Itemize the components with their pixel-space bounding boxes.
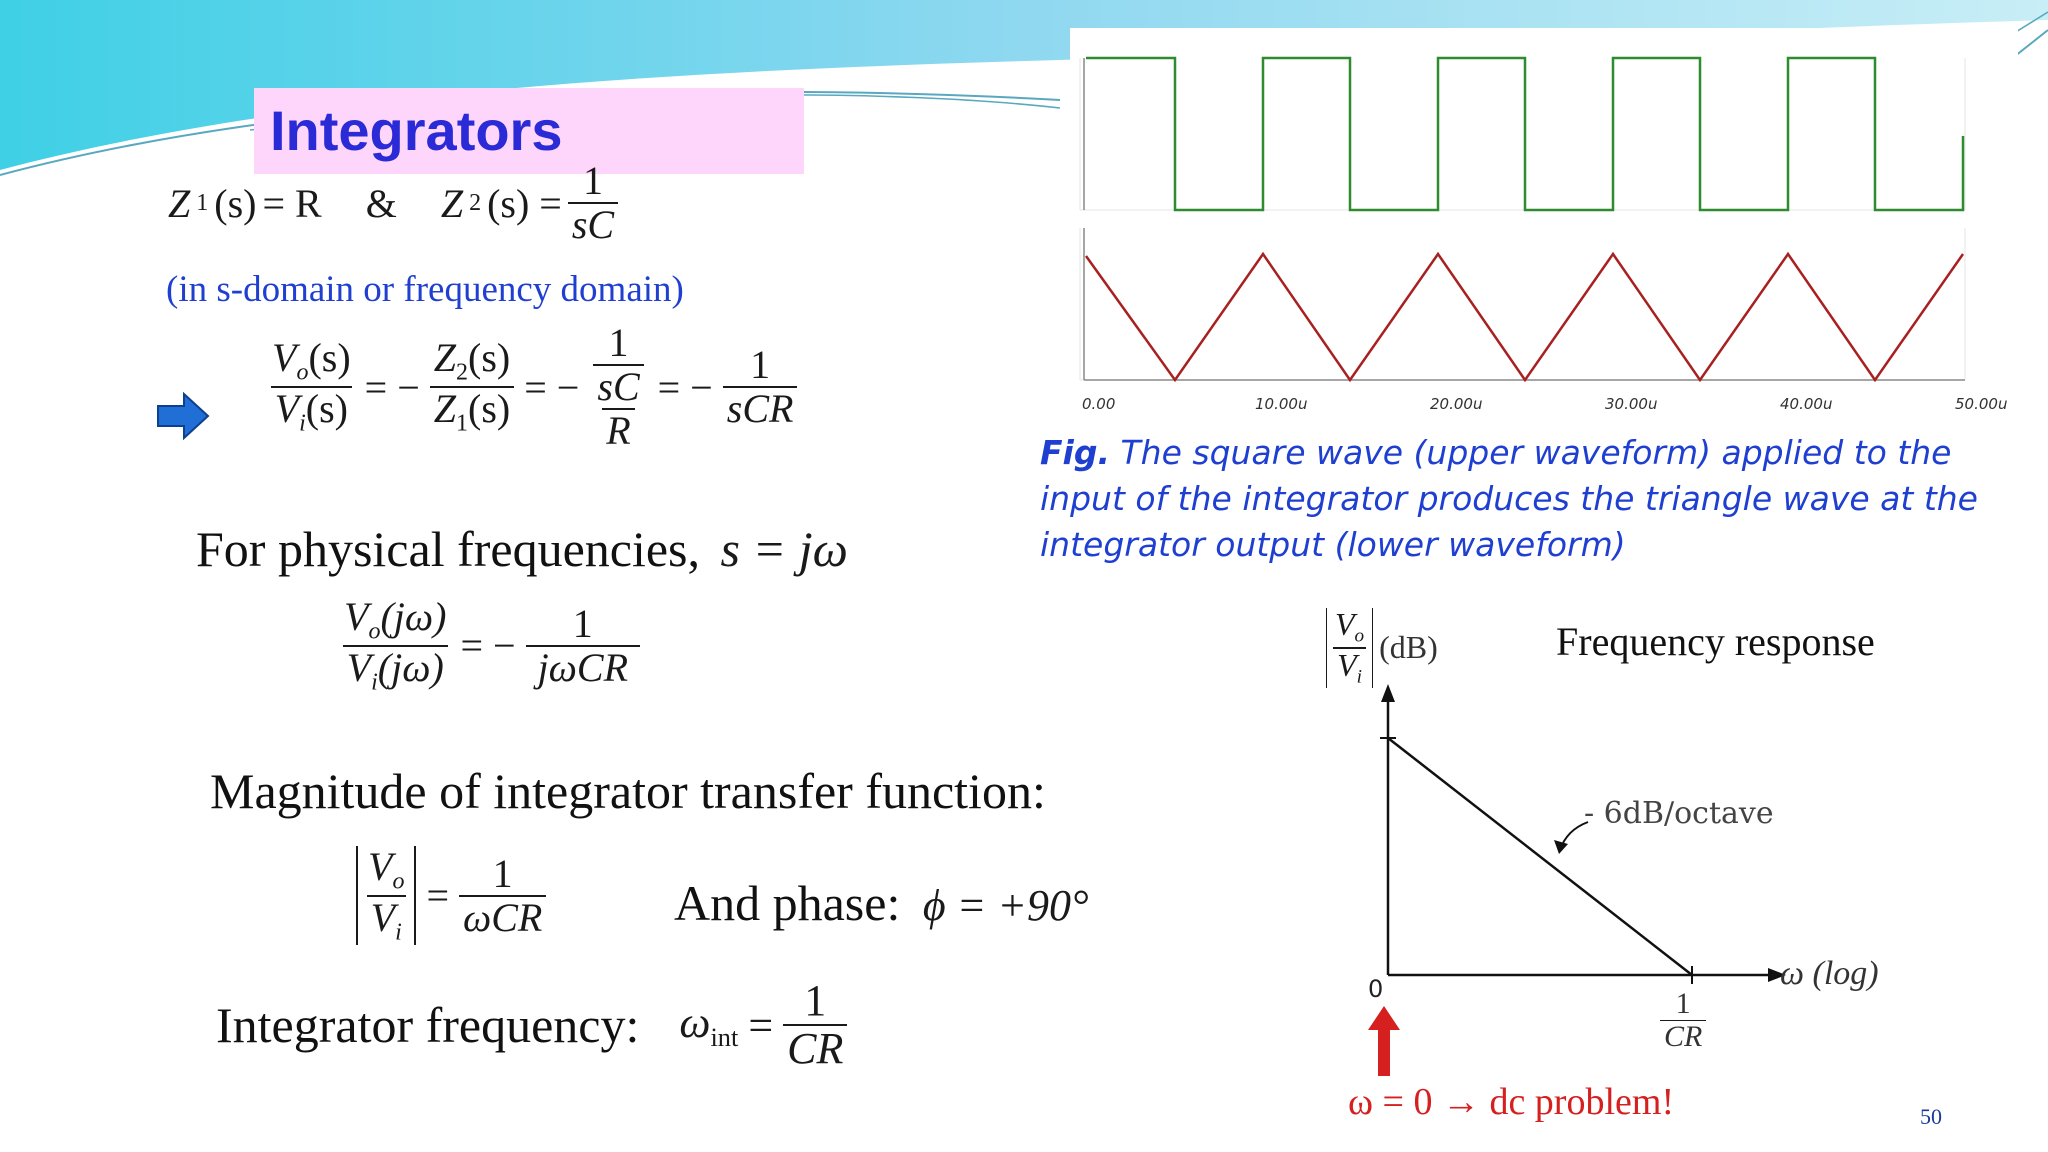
right-arrow-icon [157,392,210,440]
scope-x-ticks: 0.00 10.00u 20.00u 30.00u 40.00u 50.00u [1082,395,2007,413]
freq-response-title: Frequency response [1556,619,1875,664]
jw-transfer-function: Vo(jω) Vi(jω) = − 1 jωCR [340,596,641,695]
physical-frequencies-line: For physical frequencies, s = jω [196,521,848,577]
title-box: Integrators [254,88,804,174]
page-number: 50 [1920,1104,1942,1129]
square-wave [1086,56,1965,212]
dc-problem-note: ω = 0 → dc problem! [1348,1081,1675,1123]
waveform-scope: 0.00 10.00u 20.00u 30.00u 40.00u 50.00u [1070,28,2018,418]
slope-line [1387,737,1693,976]
figure-caption: Fig. The square wave (upper waveform) ap… [1040,433,1978,564]
x-axis-label: ω (log) [1780,955,1879,992]
x-tick-3: 30.00u [1605,395,1657,413]
freq-response-y-label: Vo Vi (dB) [1326,607,1438,688]
slope-label: - 6dB/octave [1584,796,1774,831]
magnitude-heading: Magnitude of integrator transfer functio… [210,763,1046,819]
domain-note: (in s-domain or frequency domain) [166,269,684,310]
freq-response-plot [1380,684,1786,984]
phase-line: And phase: ϕ = +90° [674,875,1089,931]
x-tick-0: 0.00 [1082,395,1115,413]
page-title: Integrators [270,99,563,162]
x-tick-5: 50.00u [1955,395,2007,413]
triangle-wave [1084,251,1965,383]
x-tick-1: 10.00u [1255,395,1307,413]
origin-label: 0 [1368,975,1384,1003]
x-tick-4: 40.00u [1780,395,1832,413]
up-arrow-icon [1368,1006,1400,1076]
x-tick-2: 20.00u [1430,395,1482,413]
magnitude-equation: Vo Vi = 1 ωCR [356,846,547,946]
